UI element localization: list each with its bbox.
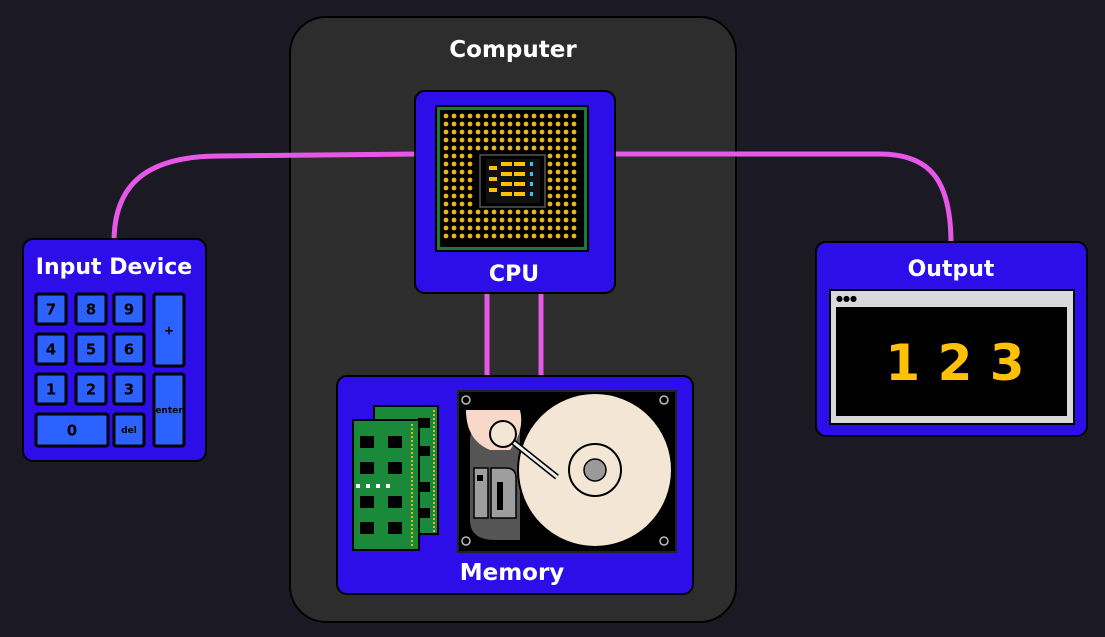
- key-0: 0: [34, 412, 110, 448]
- key-del-label: del: [121, 426, 137, 436]
- key-5-label: 5: [86, 340, 96, 358]
- key-del: del: [112, 412, 146, 448]
- key-plus-label: +: [164, 323, 174, 337]
- key-7: 7: [34, 292, 68, 326]
- key-7-label: 7: [46, 300, 56, 318]
- key-9: 9: [112, 292, 146, 326]
- key-0-label: 0: [67, 421, 77, 439]
- key-8: 8: [74, 292, 108, 326]
- key-6: 6: [112, 332, 146, 366]
- key-plus: +: [152, 292, 186, 368]
- key-3: 3: [112, 372, 146, 406]
- key-8-label: 8: [86, 300, 96, 318]
- computer-label: Computer: [449, 37, 577, 63]
- display-value: 1 2 3: [885, 334, 1024, 392]
- ram-stick-icon: [352, 405, 439, 551]
- keypad-icon: 7 8 9 +4 5 6 1 2 3 enter 0 del: [34, 292, 186, 448]
- key-4: 4: [34, 332, 68, 366]
- input-device-label: Input Device: [36, 255, 192, 280]
- key-enter-label: enter: [155, 406, 183, 416]
- key-2: 2: [74, 372, 108, 406]
- key-6-label: 6: [124, 340, 134, 358]
- memory-label: Memory: [460, 560, 565, 586]
- key-4-label: 4: [46, 340, 56, 358]
- output-label: Output: [908, 257, 995, 282]
- wire-input-to-cpu: [111, 151, 419, 243]
- cpu-chip-icon: [435, 105, 589, 252]
- key-1: 1: [34, 372, 68, 406]
- key-3-label: 3: [124, 380, 134, 398]
- monitor-window-icon: ●●● 1 2 3: [829, 289, 1075, 425]
- key-2-label: 2: [86, 380, 96, 398]
- wire-cpu-to-output: [612, 151, 954, 245]
- key-9-label: 9: [124, 300, 134, 318]
- key-enter: enter: [152, 372, 186, 448]
- key-1-label: 1: [46, 380, 56, 398]
- connection-wires: [111, 151, 954, 378]
- cpu-label: CPU: [489, 262, 539, 287]
- key-5: 5: [74, 332, 108, 366]
- hard-drive-icon: [457, 390, 677, 553]
- window-control-dots: ●●●: [836, 294, 857, 303]
